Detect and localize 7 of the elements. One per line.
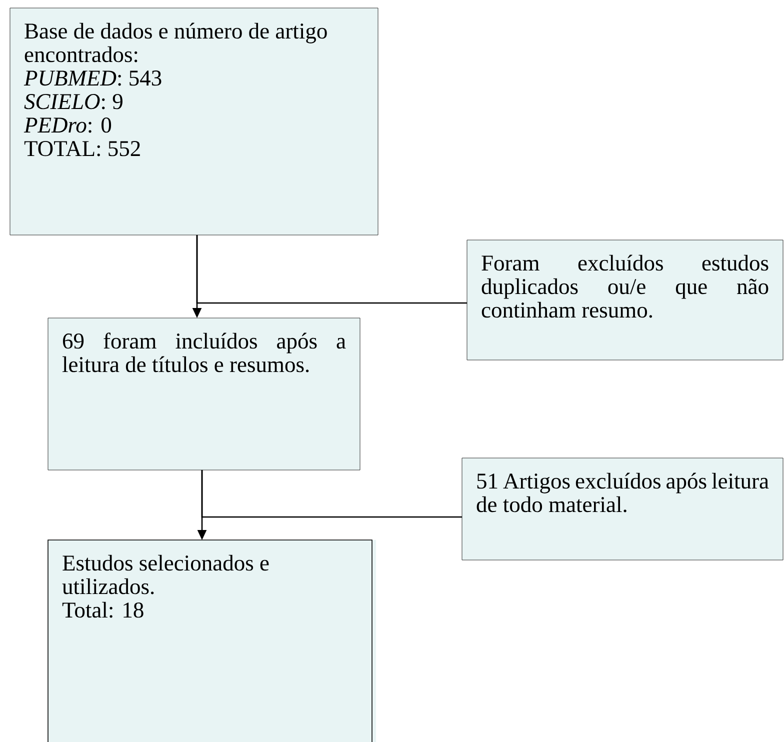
- text-box: 69 foram incluídos após a leitura de títulos e resumos.: [48, 318, 360, 470]
- connector-line: [196, 235, 467, 304]
- text-box: Base de dados e número de artigo encontrados: PUBMED: 543 SCIELO: 9 PEDro: 0 TOTAL: 552: [10, 8, 378, 236]
- text-box: Estudos selecionados e utilizados. Total: 18: [48, 540, 376, 742]
- text-box: 51 Artigos excluídos após leitura de todo material.: [462, 458, 784, 560]
- connector-line: [201, 470, 462, 518]
- text-box: Foram excluídos estudos duplicados ou/e que não continham resumo.: [466, 240, 784, 360]
